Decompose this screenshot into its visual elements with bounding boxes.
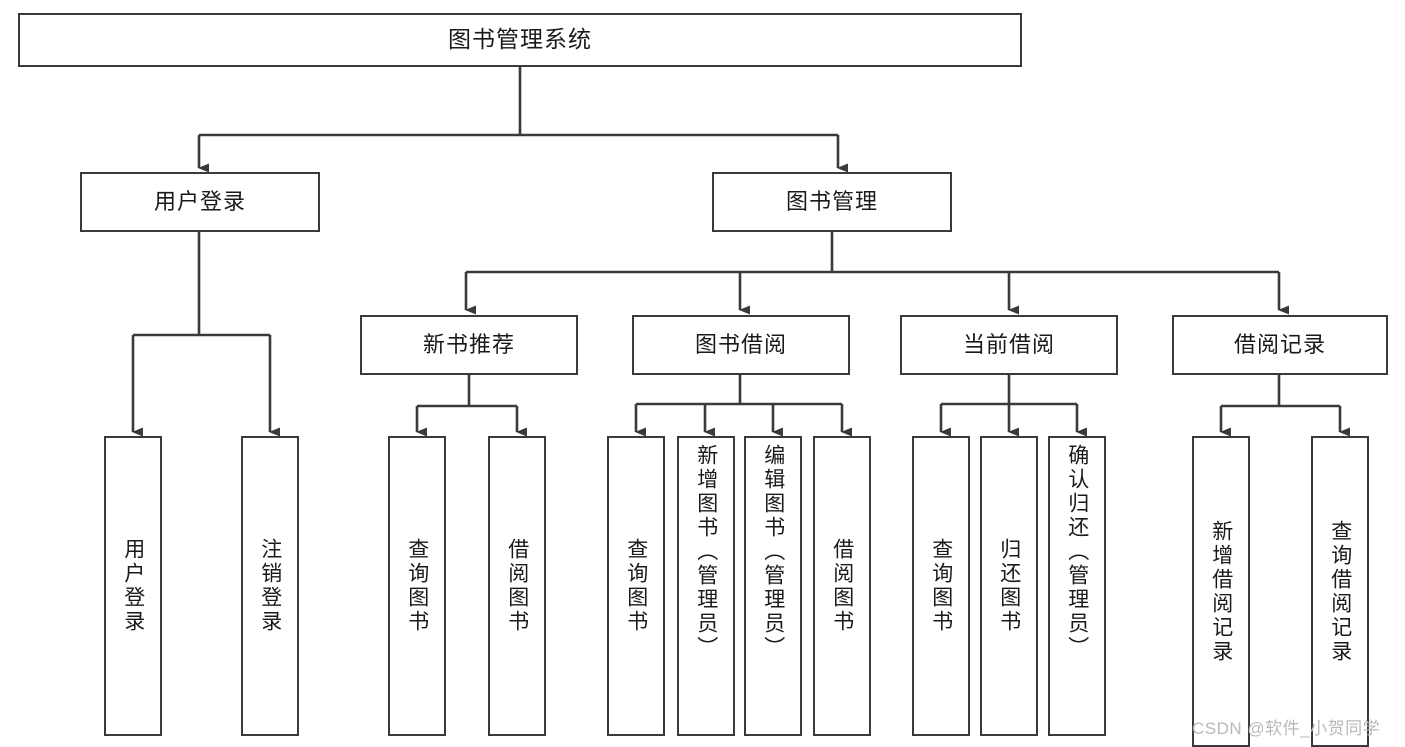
node-book-management-label: 图书管理	[785, 188, 878, 214]
node-new-book-recommend-label: 新书推荐	[422, 331, 515, 357]
node-leaf-borrow-borrow[interactable]: 借阅图书	[813, 436, 871, 736]
node-leaf-record-query-label: 查询借阅记录	[1328, 519, 1352, 664]
node-leaf-current-return-label: 归还图书	[997, 538, 1021, 634]
node-leaf-current-confirm-return-label: 确认归还（管理员）	[1065, 444, 1089, 660]
node-root-label: 图书管理系统	[448, 26, 592, 53]
node-book-management[interactable]: 图书管理	[712, 172, 952, 232]
node-leaf-user-login-label: 用户登录	[121, 538, 145, 634]
node-user-login-label: 用户登录	[153, 188, 246, 214]
node-root[interactable]: 图书管理系统	[18, 13, 1022, 67]
node-new-book-recommend[interactable]: 新书推荐	[360, 315, 578, 375]
node-leaf-newbook-query[interactable]: 查询图书	[388, 436, 446, 736]
node-leaf-current-confirm-return[interactable]: 确认归还（管理员）	[1048, 436, 1106, 736]
node-leaf-record-query[interactable]: 查询借阅记录	[1311, 436, 1369, 747]
node-leaf-borrow-borrow-label: 借阅图书	[830, 538, 854, 634]
node-leaf-borrow-edit[interactable]: 编辑图书（管理员）	[744, 436, 802, 736]
node-leaf-current-query[interactable]: 查询图书	[912, 436, 970, 736]
node-current-borrow[interactable]: 当前借阅	[900, 315, 1118, 375]
node-leaf-current-query-label: 查询图书	[929, 538, 953, 634]
node-user-login[interactable]: 用户登录	[80, 172, 320, 232]
node-leaf-user-login[interactable]: 用户登录	[104, 436, 162, 736]
node-leaf-borrow-query[interactable]: 查询图书	[607, 436, 665, 736]
node-leaf-borrow-edit-label: 编辑图书（管理员）	[761, 444, 785, 660]
node-leaf-user-logout-label: 注销登录	[258, 538, 282, 634]
node-leaf-newbook-query-label: 查询图书	[405, 538, 429, 634]
node-leaf-borrow-add-label: 新增图书（管理员）	[694, 444, 718, 660]
node-book-borrow-label: 图书借阅	[694, 331, 787, 357]
node-book-borrow[interactable]: 图书借阅	[632, 315, 850, 375]
node-leaf-record-add-label: 新增借阅记录	[1209, 519, 1233, 664]
node-leaf-borrow-query-label: 查询图书	[624, 538, 648, 634]
node-borrow-record-label: 借阅记录	[1233, 331, 1326, 357]
node-leaf-user-logout[interactable]: 注销登录	[241, 436, 299, 736]
node-current-borrow-label: 当前借阅	[962, 331, 1055, 357]
node-leaf-current-return[interactable]: 归还图书	[980, 436, 1038, 736]
node-borrow-record[interactable]: 借阅记录	[1172, 315, 1388, 375]
node-leaf-borrow-add[interactable]: 新增图书（管理员）	[677, 436, 735, 736]
node-leaf-record-add[interactable]: 新增借阅记录	[1192, 436, 1250, 747]
node-leaf-newbook-borrow[interactable]: 借阅图书	[488, 436, 546, 736]
csdn-watermark: CSDN @软件_小贺同学	[1192, 719, 1381, 738]
node-leaf-newbook-borrow-label: 借阅图书	[505, 538, 529, 634]
